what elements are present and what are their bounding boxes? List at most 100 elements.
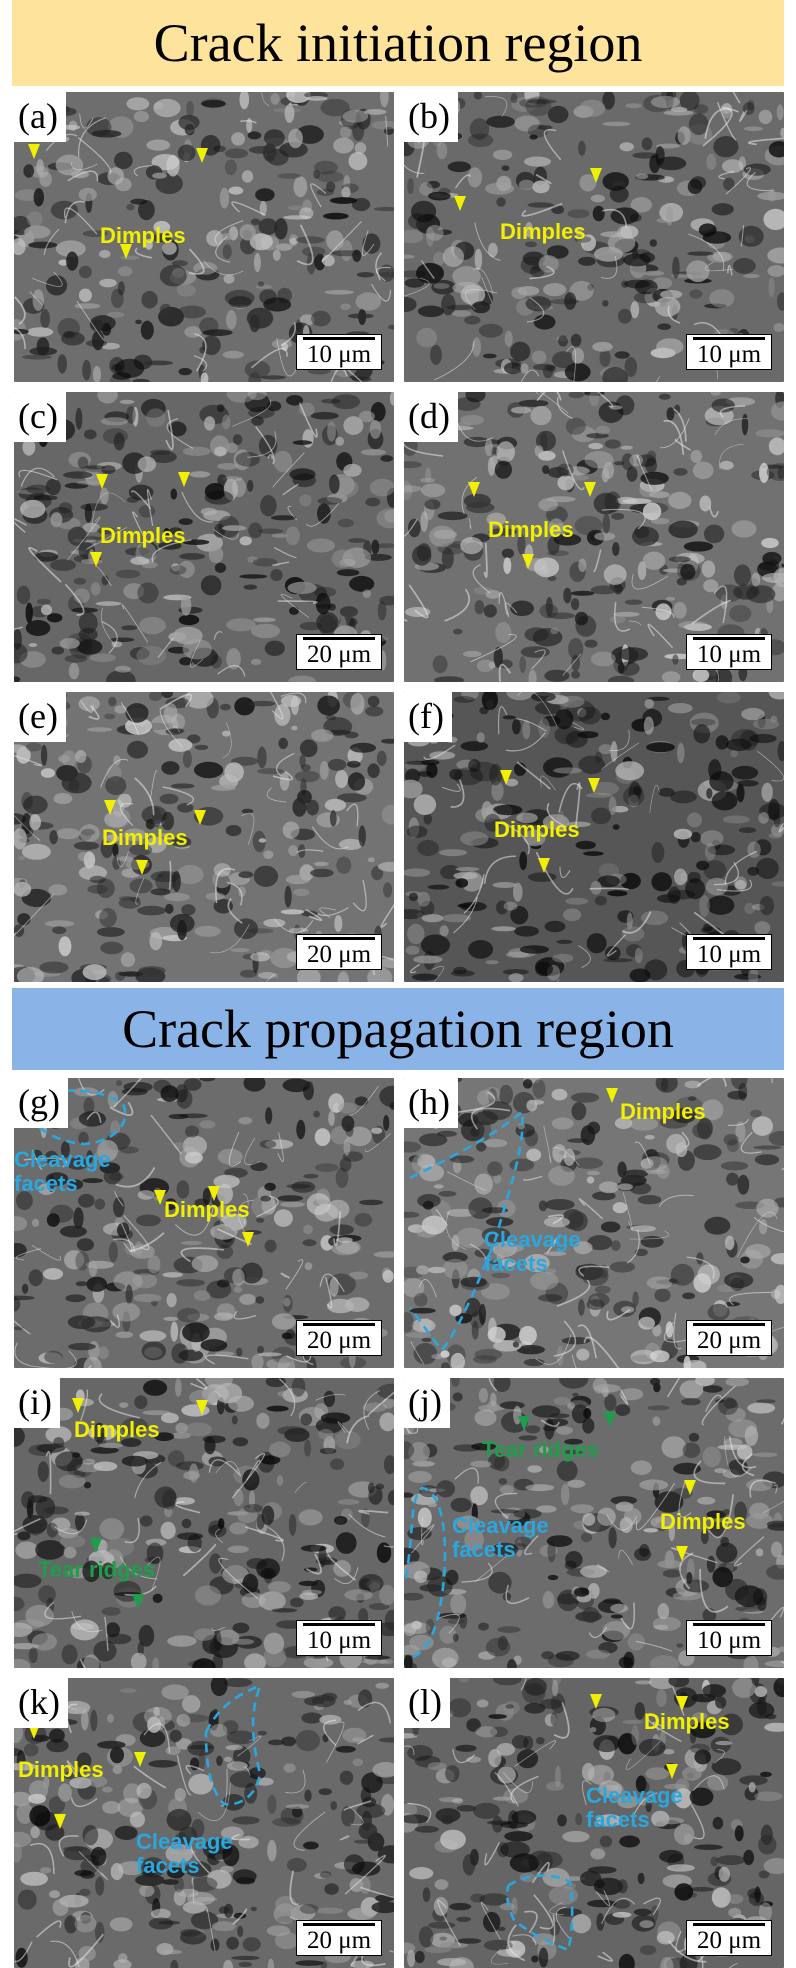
sem-panel-c: Dimples (c) 20 μm (14, 392, 394, 682)
dimple-arrow-icon (590, 168, 602, 183)
panel-letter: (c) (14, 392, 66, 442)
dimple-arrow-icon (196, 1400, 208, 1415)
scale-bar: 20 μm (296, 934, 382, 970)
panel-letter: (b) (404, 92, 458, 142)
scale-bar-label: 10 μm (303, 1628, 375, 1654)
panel-letter: (i) (14, 1378, 60, 1428)
tear-label: Tear ridges (38, 1558, 155, 1582)
scale-bar-label: 20 μm (303, 1328, 375, 1354)
scale-bar-line (303, 637, 375, 640)
dimples-label: Dimples (620, 1100, 706, 1124)
scale-bar-line (303, 937, 375, 940)
dimples-label: Dimples (74, 1418, 160, 1442)
dimple-arrow-icon (96, 474, 108, 489)
sem-panel-f: Dimples (f) 10 μm (404, 692, 784, 982)
scale-bar-label: 10 μm (693, 942, 765, 968)
scale-bar-line (693, 1923, 765, 1926)
scale-bar-line (303, 1623, 375, 1626)
scale-bar-label: 20 μm (693, 1328, 765, 1354)
dimple-arrow-icon (196, 148, 208, 163)
initiation-banner: Crack initiation region (12, 0, 784, 86)
panel-letter: (d) (404, 392, 458, 442)
dimple-arrow-icon (590, 1694, 602, 1709)
scale-bar-label: 10 μm (693, 642, 765, 668)
cleavage-label: Cleavage facets (14, 1148, 134, 1196)
dimples-label: Dimples (102, 826, 188, 850)
dimples-label: Dimples (660, 1510, 746, 1534)
tear-ridge-arrow-icon (132, 1594, 144, 1609)
dimples-label: Dimples (644, 1710, 730, 1734)
dimple-arrow-icon (54, 1814, 66, 1829)
scale-bar: 20 μm (296, 634, 382, 670)
panel-letter: (e) (14, 692, 66, 742)
scale-bar-label: 20 μm (693, 1928, 765, 1954)
panel-letter: (k) (14, 1678, 68, 1728)
scale-bar-line (693, 937, 765, 940)
dimple-arrow-icon (606, 1088, 618, 1103)
scale-bar-line (693, 1323, 765, 1326)
dimples-label: Dimples (494, 818, 580, 842)
dimple-arrow-icon (28, 144, 40, 159)
cleavage-label: Cleavage facets (452, 1514, 572, 1562)
dimples-label: Dimples (500, 220, 586, 244)
tear-label: Tear ridges (482, 1438, 599, 1462)
dimples-label: Dimples (488, 518, 574, 542)
sem-panel-d: Dimples (d) 10 μm (404, 392, 784, 682)
scale-bar-label: 10 μm (303, 342, 375, 368)
scale-bar-label: 20 μm (303, 642, 375, 668)
tear-ridge-arrow-icon (604, 1412, 616, 1427)
dimple-arrow-icon (90, 552, 102, 567)
dimple-arrow-icon (500, 770, 512, 785)
dimple-arrow-icon (588, 778, 600, 793)
panel-letter: (f) (404, 692, 452, 742)
panel-letter: (j) (404, 1378, 450, 1428)
tear-ridge-arrow-icon (518, 1416, 530, 1431)
scale-bar-label: 10 μm (693, 1628, 765, 1654)
dimple-arrow-icon (684, 1480, 696, 1495)
scale-bar-line (303, 1923, 375, 1926)
scale-bar-label: 10 μm (693, 342, 765, 368)
scale-bar-line (693, 637, 765, 640)
scale-bar-line (693, 1623, 765, 1626)
scale-bar: 10 μm (296, 1620, 382, 1656)
tear-ridge-arrow-icon (90, 1538, 102, 1553)
scale-bar: 10 μm (686, 934, 772, 970)
dimples-label: Dimples (18, 1758, 104, 1782)
scale-bar: 20 μm (296, 1320, 382, 1356)
sem-panel-a: Dimples(a)10 μm (14, 92, 394, 382)
sem-panel-b: Dimples (b) 10 μm (404, 92, 784, 382)
cleavage-label: Cleavage facets (586, 1784, 706, 1832)
dimple-arrow-icon (104, 800, 116, 815)
dimple-arrow-icon (134, 1752, 146, 1767)
dimple-arrow-icon (538, 858, 550, 873)
initiation-title: Crack initiation region (154, 12, 643, 74)
scale-bar-line (693, 337, 765, 340)
scale-bar-label: 20 μm (303, 942, 375, 968)
dimple-arrow-icon (522, 554, 534, 569)
scale-bar: 20 μm (686, 1320, 772, 1356)
dimple-arrow-icon (242, 1232, 254, 1247)
cleavage-label: Cleavage facets (136, 1830, 256, 1878)
dimple-arrow-icon (676, 1546, 688, 1561)
dimples-label: Dimples (100, 524, 186, 548)
dimple-arrow-icon (136, 860, 148, 875)
scale-bar: 10 μm (686, 634, 772, 670)
sem-panel-e: Dimples (e) 20 μm (14, 692, 394, 982)
dimples-label: Dimples (164, 1198, 250, 1222)
dimple-arrow-icon (178, 472, 190, 487)
dimple-arrow-icon (584, 482, 596, 497)
propagation-title: Crack propagation region (122, 998, 674, 1060)
dimple-arrow-icon (72, 1398, 84, 1413)
scale-bar-line (303, 337, 375, 340)
scale-bar: 20 μm (296, 1920, 382, 1956)
scale-bar: 10 μm (686, 334, 772, 370)
dimple-arrow-icon (194, 810, 206, 825)
panel-letter: (g) (14, 1078, 68, 1128)
dimple-arrow-icon (666, 1764, 678, 1779)
scale-bar: 20 μm (686, 1920, 772, 1956)
propagation-banner: Crack propagation region (12, 988, 784, 1070)
